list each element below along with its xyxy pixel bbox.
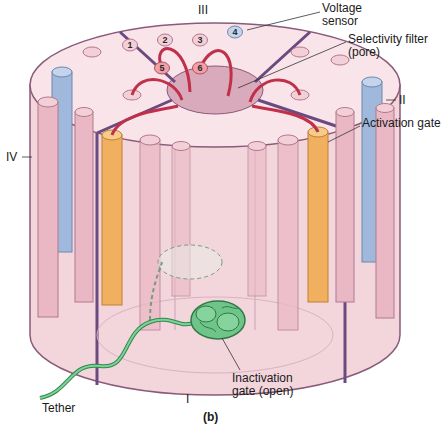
helices <box>38 47 394 330</box>
tether <box>40 320 195 398</box>
helix-top: 2 <box>157 32 173 48</box>
helix-number: 4 <box>227 24 243 40</box>
domain-label: II <box>399 94 429 107</box>
helix-top: 4 <box>227 24 243 40</box>
helix-number: 3 <box>192 32 208 48</box>
part-label: Inactivation gate (open) <box>232 372 310 398</box>
helix-number: 1 <box>122 37 138 53</box>
helix-top: 6 <box>192 60 208 76</box>
part-label: Tether <box>42 402 102 415</box>
domain-divider <box>97 129 345 385</box>
domain-label: I <box>186 393 206 406</box>
part-label: Selectivity filter (pore) <box>348 33 438 59</box>
tether-highlight <box>40 320 195 398</box>
helix-top: 1 <box>122 37 138 53</box>
tether-ghost <box>150 262 162 320</box>
part-label: Activation gate <box>362 117 442 130</box>
helix-number: 5 <box>154 60 170 76</box>
helix-top: 3 <box>192 32 208 48</box>
helix-number: 6 <box>192 60 208 76</box>
pore-loops <box>112 49 318 135</box>
domain-label: IV <box>6 151 26 164</box>
inactivation-gate <box>191 301 245 339</box>
leader-lines <box>22 12 396 370</box>
panel-label: (b) <box>203 411 233 424</box>
helix-top: 5 <box>154 60 170 76</box>
pore-opening <box>167 66 263 114</box>
gate-closed-position <box>158 245 222 279</box>
part-label: Voltage sensor <box>322 2 382 28</box>
domain-label: III <box>198 4 228 17</box>
helix-number: 2 <box>157 32 173 48</box>
